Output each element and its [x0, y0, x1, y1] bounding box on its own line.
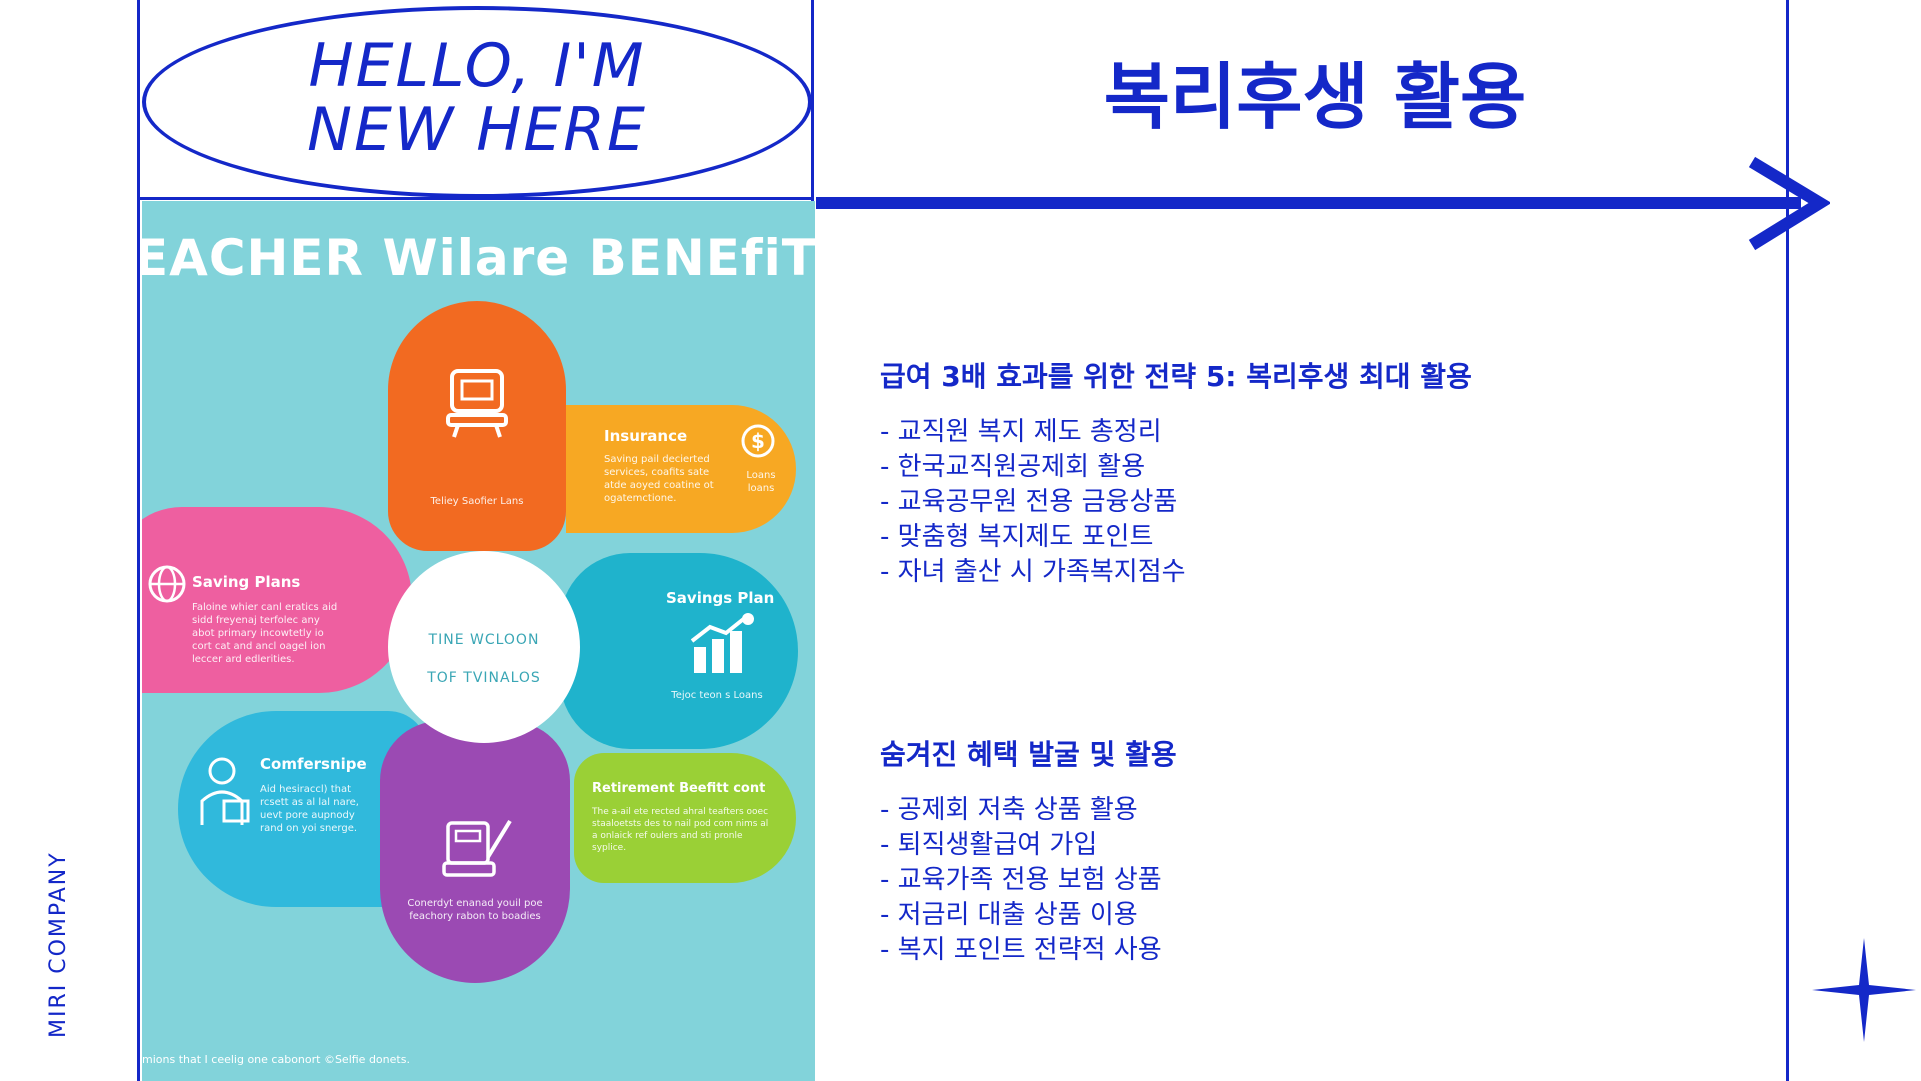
frame-line-horizontal — [137, 197, 814, 200]
section-2-list: - 공제회 저축 상품 활용 - 퇴직생활급여 가입 - 교육가족 전용 보험 … — [880, 793, 1162, 968]
petal-saving-plans: Saving Plans Faloine whier canl eratics … — [142, 507, 412, 693]
list-item: - 복지 포인트 전략적 사용 — [880, 935, 1162, 965]
petal-insurance-heading: Insurance — [604, 427, 688, 445]
hello-text: HELLO, I'M NEW HERE — [307, 31, 647, 165]
dollar-icon: $ — [741, 424, 775, 458]
petal-comfersnipe-heading: Comfersnipe — [260, 755, 367, 773]
section-2-heading: 숨겨진 혜택 발굴 및 활용 — [880, 738, 1177, 771]
petal-retirement-heading: Retirement Beefitt cont — [592, 781, 766, 796]
petal-insurance-text: Saving pail decierted services, coafits … — [604, 454, 714, 504]
petal-top: Teliey Saofier Lans — [388, 301, 566, 551]
petal-retirement: Retirement Beefitt cont The a-ail ete re… — [574, 753, 796, 883]
list-item: - 교육가족 전용 보험 상품 — [880, 865, 1162, 895]
petal-bottom: Conerdyt enanad youil poe feachory rabon… — [380, 721, 570, 983]
infographic-footer: mions that I ceelig one cabonort ©Selfie… — [142, 1053, 410, 1066]
center-line-1: TINE WCLOON — [428, 632, 540, 648]
list-item: - 퇴직생활급여 가입 — [880, 830, 1098, 860]
frame-line-right — [1786, 0, 1789, 1081]
petal-comfersnipe-text: Aid hesiraccl) that rcsett as al lal nar… — [260, 784, 359, 834]
infographic-image: EACHER Wilare BENEfiTTE Teliey Saofier L… — [142, 201, 815, 1081]
list-item: - 공제회 저축 상품 활용 — [880, 795, 1138, 825]
arrow-right-icon — [1748, 156, 1830, 251]
petal-savings-plan: Savings Plan Tejoc teon s Loans — [560, 553, 798, 749]
list-item: - 자녀 출산 시 가족복지점수 — [880, 557, 1186, 587]
brand-label: MIRI COMPANY — [46, 851, 71, 1038]
svg-text:$: $ — [751, 429, 765, 453]
hello-oval — [142, 6, 812, 198]
list-item: - 교육공무원 전용 금융상품 — [880, 487, 1178, 517]
infographic-center: TINE WCLOON TOF TVINALOS — [388, 551, 580, 743]
petal-saving-plans-heading: Saving Plans — [192, 573, 301, 591]
arrow-shaft — [816, 197, 1801, 209]
petal-saving-plans-text: Faloine whier canl eratics aid sidd frey… — [192, 602, 338, 665]
petal-savings-plan-heading: Savings Plan — [666, 589, 775, 607]
sparkle-star-icon — [1812, 938, 1916, 1042]
globe-icon — [148, 565, 186, 603]
petal-savings-plan-caption: Tejoc teon s Loans — [671, 690, 763, 701]
infographic-title: EACHER Wilare BENEfiTTE — [142, 229, 815, 287]
petal-insurance: Insurance Saving pail decierted services… — [566, 405, 796, 533]
petal-retirement-text: The a-ail ete rected ahral teafters ooec… — [592, 807, 769, 853]
teacher-icon — [200, 757, 250, 825]
petal-bottom-caption: Conerdyt enanad youil poe feachory rabon… — [407, 898, 543, 922]
list-item: - 저금리 대출 상품 이용 — [880, 900, 1138, 930]
list-item: - 교직원 복지 제도 총정리 — [880, 417, 1162, 447]
section-1-list: - 교직원 복지 제도 총정리 - 한국교직원공제회 활용 - 교육공무원 전용… — [880, 415, 1186, 590]
petal-insurance-side: Loans loans — [746, 470, 776, 494]
list-item: - 한국교직원공제회 활용 — [880, 452, 1146, 482]
list-item: - 맞춤형 복지제도 포인트 — [880, 522, 1154, 552]
section-1-heading: 급여 3배 효과를 위한 전략 5: 복리후생 최대 활용 — [880, 360, 1472, 393]
center-line-2: TOF TVINALOS — [427, 670, 541, 686]
register-icon — [442, 819, 512, 877]
petal-top-caption: Teliey Saofier Lans — [430, 496, 524, 507]
frame-line-left — [137, 0, 140, 1081]
desk-icon — [446, 369, 508, 438]
page-title: 복리후생 활용 — [1103, 55, 1527, 139]
growth-chart-icon — [690, 613, 754, 673]
